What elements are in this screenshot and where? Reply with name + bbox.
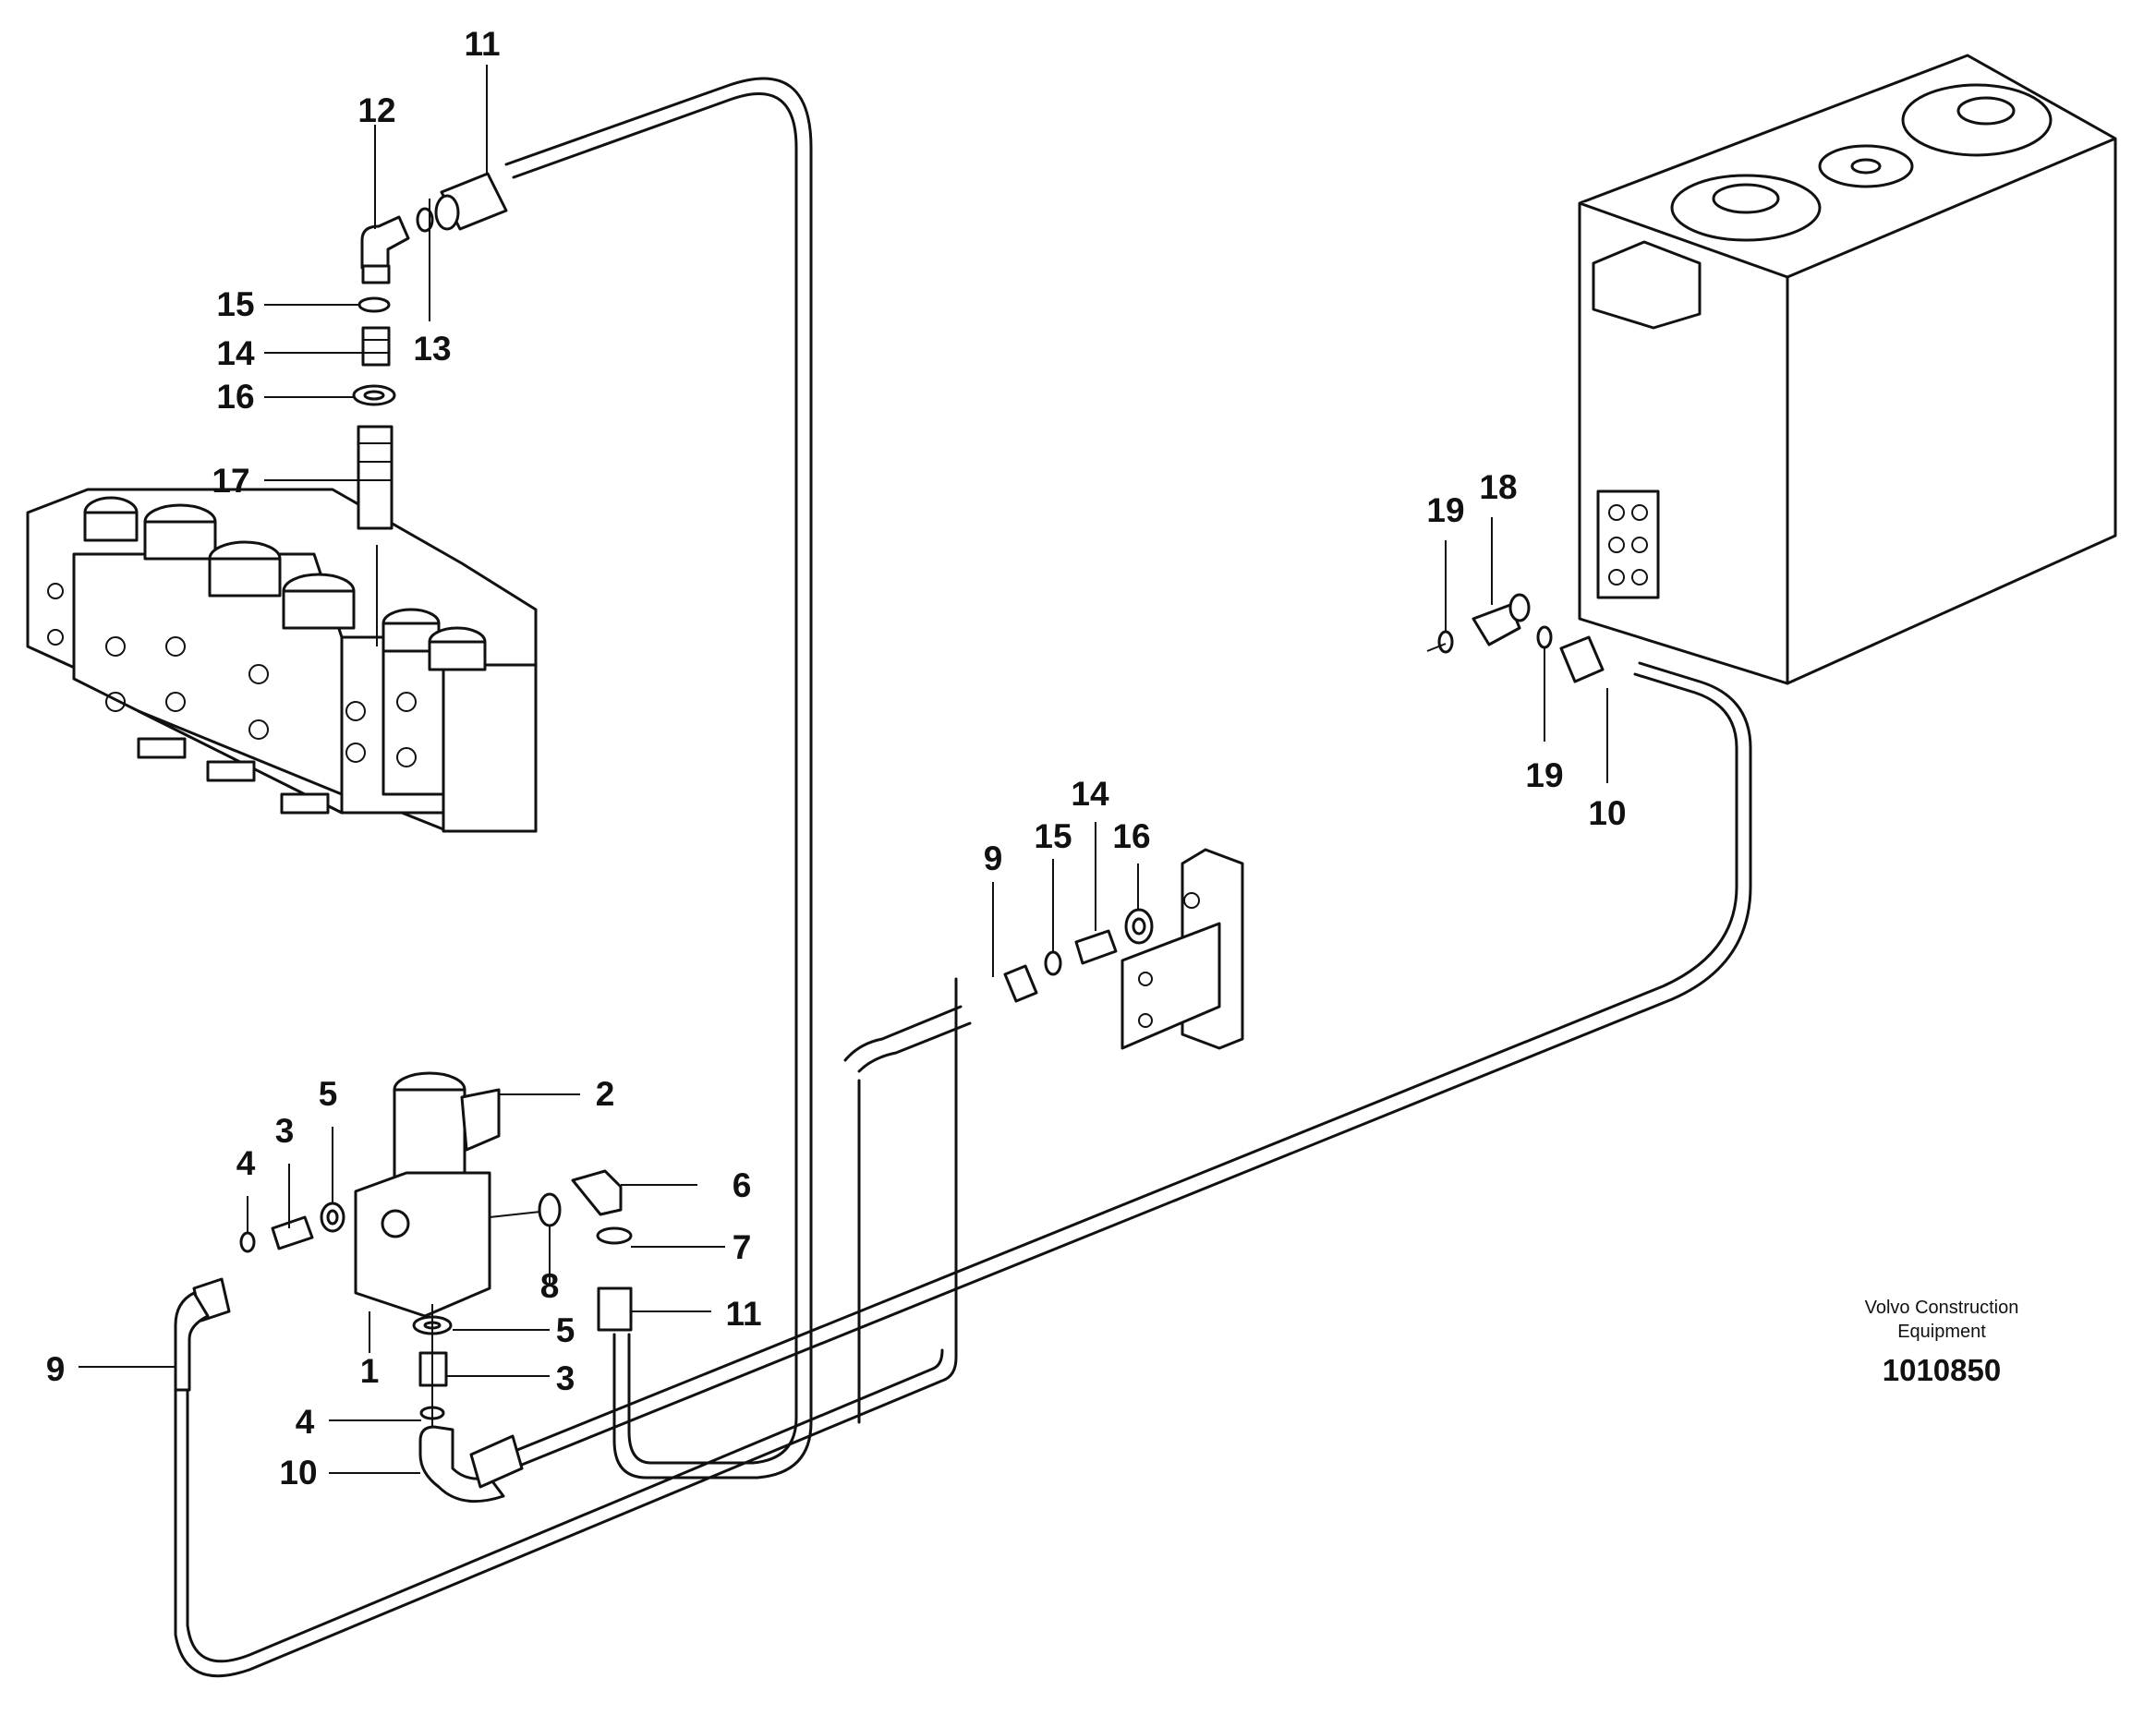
hose-lines bbox=[174, 77, 1752, 1678]
callout-9b: 9 bbox=[984, 839, 1003, 877]
leader-lines bbox=[79, 65, 1608, 1474]
callout-6: 6 bbox=[733, 1166, 752, 1204]
callout-4a: 4 bbox=[236, 1144, 256, 1182]
callout-19a: 19 bbox=[1426, 491, 1464, 529]
callout-11b: 11 bbox=[725, 1295, 761, 1333]
callout-15a: 15 bbox=[216, 285, 254, 323]
callout-13: 13 bbox=[413, 330, 451, 368]
callout-labels: 1 2 3 3 4 4 5 5 6 7 8 9 9 10 10 11 11 12… bbox=[46, 25, 1627, 1492]
hydraulic-tank bbox=[1426, 54, 2117, 685]
callout-5b: 5 bbox=[556, 1311, 575, 1349]
callout-14a: 14 bbox=[216, 334, 255, 372]
callout-14b: 14 bbox=[1071, 775, 1109, 813]
top-fitting-stack bbox=[352, 172, 508, 646]
callout-2: 2 bbox=[596, 1075, 615, 1113]
solenoid-valve bbox=[174, 1071, 633, 1504]
callout-10a: 10 bbox=[279, 1454, 317, 1492]
callout-16b: 16 bbox=[1112, 817, 1150, 855]
callout-17: 17 bbox=[212, 462, 249, 500]
control-valve-block bbox=[26, 488, 538, 833]
brand-line-1: Volvo Construction bbox=[1865, 1298, 2019, 1318]
callout-3a: 3 bbox=[275, 1112, 295, 1150]
drawing-footer: Volvo Construction Equipment 1010850 bbox=[1865, 1298, 2019, 1387]
callout-5a: 5 bbox=[319, 1075, 338, 1113]
callout-19b: 19 bbox=[1525, 756, 1563, 794]
callout-18: 18 bbox=[1479, 468, 1517, 506]
callout-4b: 4 bbox=[296, 1403, 315, 1441]
callout-9a: 9 bbox=[46, 1350, 66, 1388]
callout-12: 12 bbox=[357, 91, 395, 129]
callout-15b: 15 bbox=[1034, 817, 1072, 855]
callout-10b: 10 bbox=[1588, 794, 1626, 832]
callout-3b: 3 bbox=[556, 1359, 575, 1397]
callout-16a: 16 bbox=[216, 378, 254, 416]
callout-11a: 11 bbox=[464, 25, 500, 63]
drawing-number: 1010850 bbox=[1883, 1353, 2001, 1387]
callout-8: 8 bbox=[540, 1267, 560, 1305]
bracket bbox=[1003, 848, 1244, 1050]
callout-7: 7 bbox=[733, 1228, 752, 1266]
callout-1: 1 bbox=[360, 1352, 380, 1390]
brand-line-2: Equipment bbox=[1897, 1322, 1986, 1342]
